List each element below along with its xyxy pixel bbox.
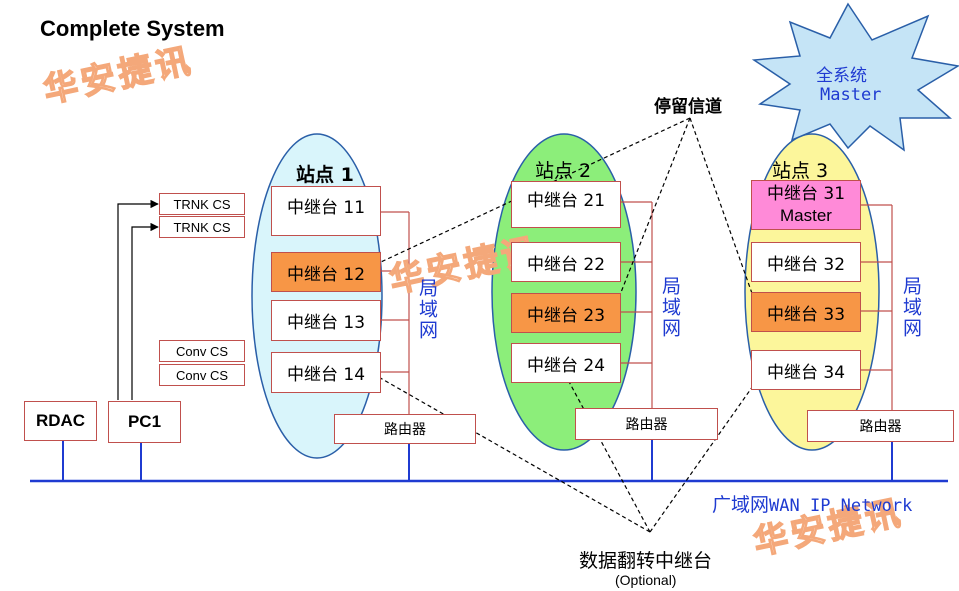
master-badge-line2: Master bbox=[820, 85, 882, 105]
site-1-title: 站点 1 bbox=[296, 164, 354, 186]
dwell-channel-label: 停留信道 bbox=[654, 97, 722, 117]
lan-brackets bbox=[380, 201, 893, 414]
repeater-31-master-note: Master bbox=[780, 206, 832, 225]
repeater-14: 中继台 14 bbox=[271, 352, 381, 393]
wan-label-cn: 广域网 bbox=[712, 494, 770, 516]
repeater-31: 中继台 31 Master bbox=[751, 180, 861, 230]
pc1-node: PC1 bbox=[108, 401, 181, 443]
wan-label-en: WAN IP Network bbox=[769, 496, 913, 516]
site-2-router: 路由器 bbox=[575, 408, 718, 440]
site-1-router: 路由器 bbox=[334, 414, 476, 444]
master-badge-line1: 全系统 bbox=[816, 66, 867, 86]
trnk-cs-1: TRNK CS bbox=[159, 193, 245, 215]
repeater-13: 中继台 13 bbox=[271, 300, 381, 341]
repeater-21: 中继台 21 bbox=[511, 181, 621, 228]
page-title: Complete System bbox=[40, 16, 225, 41]
site-3-router: 路由器 bbox=[807, 410, 954, 442]
repeater-32: 中继台 32 bbox=[751, 242, 861, 282]
pc-links bbox=[117, 199, 159, 400]
flip-label: 数据翻转中继台 bbox=[579, 550, 713, 572]
conv-cs-2: Conv CS bbox=[159, 364, 245, 386]
master-star-shape bbox=[751, 2, 959, 152]
site-3-lan-label: 局域网 bbox=[900, 276, 922, 339]
wan-drops bbox=[62, 440, 893, 481]
repeater-31-label: 中继台 31 bbox=[766, 184, 846, 204]
rdac-node: RDAC bbox=[24, 401, 97, 441]
site-3-title: 站点 3 bbox=[772, 160, 829, 182]
repeater-33: 中继台 33 bbox=[751, 292, 861, 332]
wan-label: 广域网WAN IP Network bbox=[712, 490, 912, 517]
repeater-12: 中继台 12 bbox=[271, 252, 381, 292]
site-2-title: 站点 2 bbox=[535, 160, 592, 182]
flip-label-sub: (Optional) bbox=[615, 572, 677, 588]
repeater-11: 中继台 11 bbox=[271, 186, 381, 236]
conv-cs-1: Conv CS bbox=[159, 340, 245, 362]
site-2-lan-label: 局域网 bbox=[659, 276, 681, 339]
flip-arrows bbox=[367, 364, 761, 533]
repeater-23: 中继台 23 bbox=[511, 293, 621, 333]
site-1-lan-label: 局域网 bbox=[416, 278, 438, 341]
repeater-34: 中继台 34 bbox=[751, 350, 861, 390]
repeater-24: 中继台 24 bbox=[511, 343, 621, 383]
trnk-cs-2: TRNK CS bbox=[159, 216, 245, 238]
repeater-22: 中继台 22 bbox=[511, 242, 621, 282]
